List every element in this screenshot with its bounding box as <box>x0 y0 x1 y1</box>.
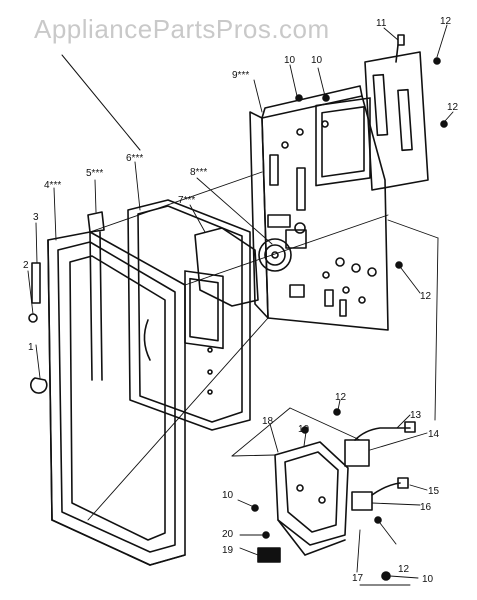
callout-12b: 12 <box>447 102 459 113</box>
projection-lines <box>87 171 439 586</box>
callout-15: 15 <box>428 486 440 497</box>
knob <box>257 547 281 563</box>
leader-lines <box>27 24 454 579</box>
callout-13: 13 <box>410 410 422 421</box>
timer-dial <box>258 229 307 272</box>
callout-3: 3 <box>33 212 39 223</box>
watermark: AppliancePartsPros.com <box>34 14 330 44</box>
callout-12a: 12 <box>440 16 452 27</box>
callout-labels: 1 2 3 4*** 5*** 6*** 7*** 8*** 9*** 10 1… <box>23 16 459 585</box>
callout-10d: 10 <box>222 490 234 501</box>
callout-10a: 10 <box>284 55 296 66</box>
callout-4: 4*** <box>44 180 61 191</box>
callout-18: 18 <box>262 416 274 427</box>
callout-8: 8*** <box>190 167 207 178</box>
callout-12d: 12 <box>335 392 347 403</box>
callout-5: 5*** <box>86 168 103 179</box>
latch-bracket <box>87 211 105 381</box>
control-switch <box>344 421 416 467</box>
callout-11: 11 <box>376 18 387 29</box>
callout-12e: 12 <box>398 564 410 575</box>
callout-7: 7*** <box>178 195 195 206</box>
callout-10c: 10 <box>298 424 310 435</box>
callout-19: 19 <box>222 545 234 556</box>
callout-12c: 12 <box>420 291 432 302</box>
left-hinge-parts <box>28 262 48 394</box>
lamp-socket <box>351 477 409 511</box>
control-panel-back <box>249 85 389 331</box>
callout-2: 2 <box>23 260 29 271</box>
callout-1: 1 <box>28 342 34 353</box>
callout-16: 16 <box>420 502 432 513</box>
callout-20: 20 <box>222 529 234 540</box>
callout-14: 14 <box>428 429 440 440</box>
callout-17: 17 <box>352 573 364 584</box>
guide-line <box>61 54 141 151</box>
inner-panel <box>194 227 259 307</box>
callout-9: 9*** <box>232 70 249 81</box>
callout-6: 6*** <box>126 153 143 164</box>
lower-bracket <box>274 441 349 556</box>
upper-circuit-board <box>364 34 429 191</box>
callout-10e: 10 <box>422 574 434 585</box>
callout-10b: 10 <box>311 55 323 66</box>
outer-door-frame <box>47 231 186 566</box>
